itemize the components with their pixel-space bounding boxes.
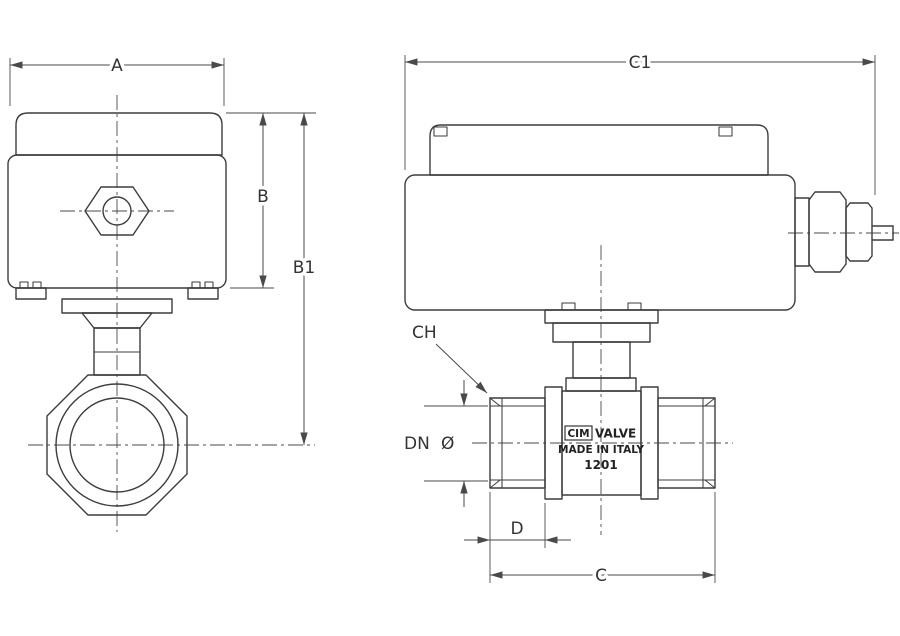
- dim-dn: DN Ø: [401, 380, 488, 507]
- dim-label-ch: CH: [412, 323, 437, 343]
- actuator-side: [404, 124, 796, 311]
- stem-housing: [552, 322, 651, 343]
- valve-body-front: [46, 374, 188, 516]
- dim-d: D: [464, 492, 571, 583]
- stem-neck: [572, 341, 631, 379]
- dim-label-dn: DN: [404, 434, 430, 454]
- actuator-body-side: [404, 174, 796, 311]
- dim-label-b: B: [257, 187, 269, 207]
- front-view: A B B1: [7, 53, 319, 532]
- brand-text: VALVE: [595, 427, 636, 441]
- ch-leader-line: [435, 343, 488, 394]
- dim-b: B: [226, 112, 316, 289]
- foot-left: [15, 287, 47, 300]
- diameter-symbol: Ø: [441, 434, 454, 454]
- actuator-top-cap-side: [429, 124, 769, 176]
- actuator-body: [7, 154, 227, 289]
- origin-text: MADE IN ITALY: [558, 444, 644, 456]
- dim-label-c1: C1: [629, 53, 652, 73]
- side-view: CIM VALVE MADE IN ITALY 1201 C1 CH DN Ø: [401, 50, 899, 590]
- dim-label-a: A: [111, 56, 123, 76]
- dim-label-c: C: [595, 566, 607, 586]
- valve-side: [489, 302, 716, 500]
- gland-nut: [808, 191, 847, 273]
- cim-logo-box: [564, 425, 593, 441]
- dim-ch: CH: [409, 320, 488, 394]
- gland-bore: [102, 196, 132, 226]
- cap-clip-left: [433, 126, 448, 137]
- gland-hex-front: [84, 186, 150, 236]
- dim-c1: C1: [404, 50, 876, 195]
- actuator-front: [7, 112, 227, 300]
- cable-gland: [794, 191, 894, 273]
- dim-b1: B1: [289, 113, 319, 445]
- dim-c: C: [490, 492, 716, 590]
- model-number: 1201: [584, 458, 617, 472]
- gland-cap: [845, 202, 873, 262]
- dim-a: A: [9, 53, 225, 106]
- side-centerlines: [472, 232, 899, 535]
- valve-markings: CIM VALVE MADE IN ITALY 1201: [558, 425, 644, 472]
- right-port: [657, 397, 716, 489]
- valve-front: [46, 298, 188, 516]
- mount-plate-side: [544, 309, 659, 324]
- actuator-top-cap: [15, 112, 223, 156]
- foot-right: [187, 287, 219, 300]
- cap-clip-right: [718, 126, 733, 137]
- brand-box-text: CIM: [567, 428, 589, 440]
- dim-label-b1: B1: [293, 258, 315, 278]
- dim-label-d: D: [510, 519, 523, 539]
